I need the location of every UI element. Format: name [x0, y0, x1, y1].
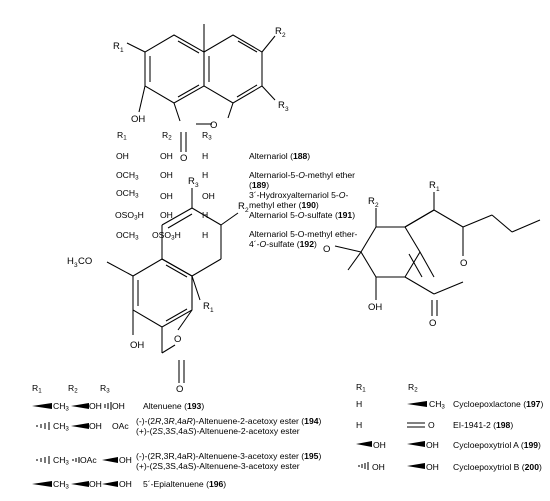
s2-row0-name: Altenuene (193) [143, 401, 205, 411]
alternariol-scaffold [126, 24, 276, 152]
s1-row0-r2: OH [160, 151, 173, 161]
s3-row2-r1: OH [373, 440, 386, 450]
s3-row3-name: Cycloepoxytriol B (200) [453, 462, 542, 472]
s2-carbonyl-oxygen: O [176, 384, 183, 395]
s1-row3-name: Alternariol 5-O-sulfate (191) [249, 210, 356, 220]
s1-row3-r2: OH [160, 210, 173, 220]
s2-row3-name: 5´-Epialtenuene (196) [143, 479, 227, 489]
s1-r1-atom: R [113, 41, 120, 52]
s1-row2-r3: OH [202, 191, 215, 201]
s3-r2-atom: R [368, 196, 375, 207]
s2-row0-r2: OH [89, 401, 102, 411]
s2-header-r3: R3 [100, 383, 110, 395]
s3-row1-r2: O [428, 420, 435, 430]
s2-row1-name: (-)-(2R,3R,4aR)-Altenuene-2-acetoxy este… [136, 416, 322, 436]
s1-ring-oxygen: O [210, 120, 217, 131]
s1-r3-atom: R [278, 100, 285, 111]
s2-h3co: H [67, 256, 74, 267]
s3-row0-name: Cycloepoxlactone (197) [453, 399, 544, 409]
svg-text:CO: CO [78, 256, 92, 267]
s1-row3-r3: H [202, 210, 209, 220]
svg-text:1: 1 [436, 186, 440, 193]
s1-row1-r3: H [202, 170, 209, 180]
s3-row1-name: EI-1941-2 (198) [453, 420, 514, 430]
s2-row1-r3: OAc [112, 421, 129, 431]
s1-header-r3: R3 [202, 130, 212, 142]
s1-header-r1: R1 [117, 130, 127, 142]
svg-text:2: 2 [245, 207, 249, 214]
s3-header-r2: R2 [408, 382, 418, 394]
s1-row2-r1: OCH3 [116, 188, 139, 200]
s2-row1-r2: OH [89, 421, 102, 431]
s2-row2-r1: CH3 [53, 455, 69, 467]
s1-row4-r1: OCH3 [116, 230, 139, 242]
s2-r1-atom: R [203, 301, 210, 312]
s2-row3-r3: OH [119, 479, 132, 489]
s1-row0-r3: H [202, 151, 209, 161]
s2-ring-oxygen: O [174, 334, 181, 345]
svg-text:1: 1 [120, 47, 124, 54]
cycloepoxlactone-scaffold [334, 192, 541, 316]
s3-r1-atom: R [429, 180, 436, 191]
s2-row3-r1: CH3 [53, 479, 69, 491]
s1-row0-r1: OH [116, 151, 129, 161]
s2-row1-r1: CH3 [53, 421, 69, 433]
s2-r2-atom: R [238, 201, 245, 212]
s1-header-r2: R2 [162, 130, 172, 142]
s1-row1-r2: OH [160, 170, 173, 180]
s2-row0-r1: CH3 [53, 401, 69, 413]
s2-row2-r2: OAc [80, 455, 97, 465]
s1-row4-r3: H [202, 230, 209, 240]
s3-header-r1: R1 [356, 382, 366, 394]
s3-row3-r1: OH [372, 462, 385, 472]
s1-row3-r1: OSO3H [115, 210, 144, 222]
svg-text:3: 3 [285, 106, 289, 113]
s3-row2-name: Cycloepoxytriol A (199) [453, 440, 541, 450]
s2-hydroxyl: OH [130, 340, 144, 351]
s2-header-r1: R1 [32, 383, 42, 395]
s2-r3-atom: R [188, 176, 195, 187]
s3-row0-r1: H [356, 399, 363, 409]
table-bond-glyphs [32, 401, 427, 487]
s2-row2-r3: OH [119, 455, 132, 465]
s3-row2-r2: OH [426, 440, 439, 450]
s2-row0-r3: OH [112, 401, 125, 411]
s2-header-r2: R2 [68, 383, 78, 395]
s3-row0-r2: CH3 [429, 399, 445, 411]
s3-epoxide-oxygen: O [323, 244, 330, 255]
s1-row0-name: Alternariol (188) [249, 151, 311, 161]
svg-text:2: 2 [375, 202, 379, 209]
svg-text:3: 3 [195, 182, 199, 189]
s1-row1-name: Alternariol-5-O-methyl ether(189) [249, 170, 356, 190]
s1-row4-r2: OSO3H [152, 230, 181, 242]
s3-hydroxyl: OH [368, 302, 382, 313]
svg-text:2: 2 [282, 32, 286, 39]
s1-row2-name: 3´-Hydroxyalternariol 5-O-methyl ether (… [249, 190, 349, 210]
svg-text:1: 1 [210, 307, 214, 314]
s1-r2-atom: R [275, 26, 282, 37]
s1-carbonyl-oxygen: O [180, 153, 187, 164]
s1-hydroxyl: OH [131, 114, 145, 125]
s3-row1-r1: H [356, 420, 363, 430]
s2-row2-name: (-)-(2R,3R,4aR)-Altenuene-3-acetoxy este… [136, 451, 322, 471]
altenuene-scaffold [106, 188, 239, 383]
s3-ring-oxygen: O [460, 258, 467, 269]
s3-carbonyl-oxygen: O [429, 318, 436, 329]
s2-row3-r2: OH [89, 479, 102, 489]
s3-row3-r2: OH [426, 462, 439, 472]
s1-row2-r2: OH [160, 191, 173, 201]
svg-text:3: 3 [74, 262, 78, 269]
s1-row1-r1: OCH3 [116, 170, 139, 182]
s1-row4-name: Alternariol 5-O-methyl ether-4´-O-sulfat… [249, 229, 358, 249]
